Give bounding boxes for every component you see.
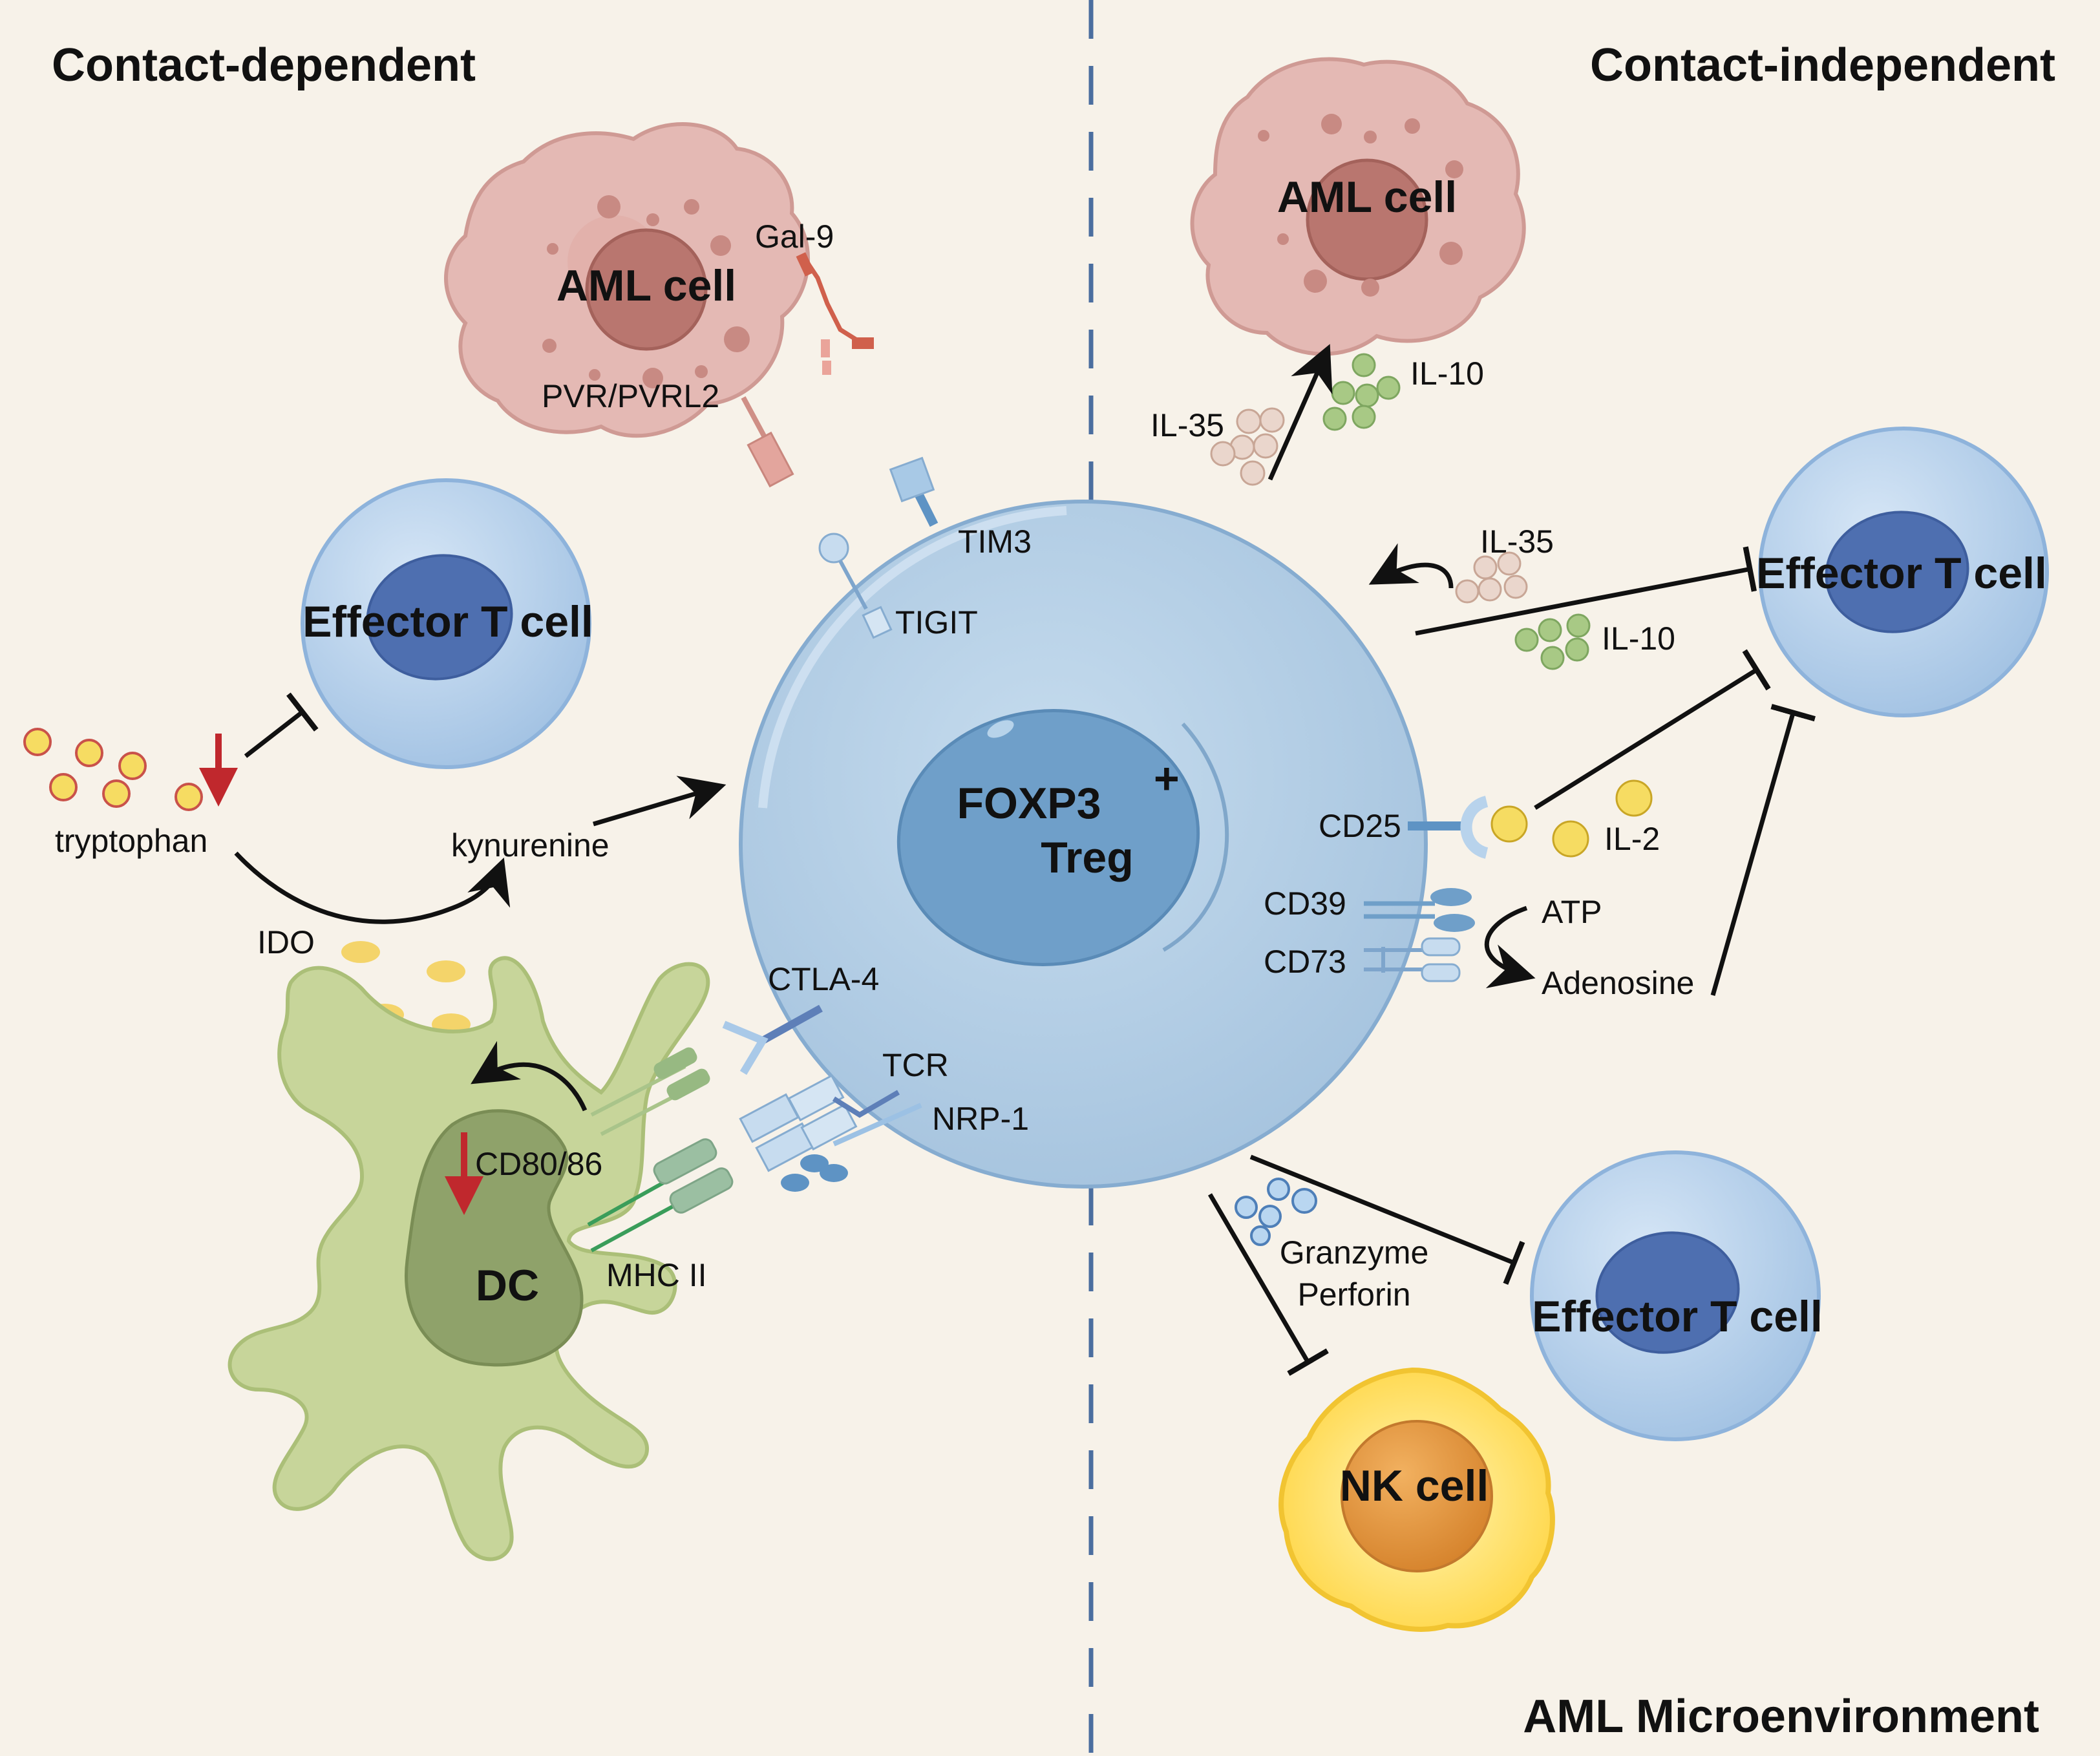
- tcr-mhc-complex: [587, 1074, 900, 1253]
- nk-cell: NK cell: [1278, 1367, 1555, 1632]
- treg-nucleus: [896, 709, 1200, 966]
- il35-particles-top: [1210, 407, 1285, 486]
- perforin-label: Perforin: [1297, 1276, 1410, 1313]
- il35-particles-mid: [1455, 551, 1528, 604]
- heading-aml-microenvironment: AML Microenvironment: [1523, 1691, 2039, 1742]
- ctla4-label: CTLA-4: [768, 961, 879, 997]
- mhc2-label: MHC II: [606, 1257, 707, 1293]
- cd39-receptor: [1364, 888, 1475, 932]
- effector-right-top-nucleus: [1825, 511, 1969, 633]
- atp-label: ATP: [1542, 894, 1602, 930]
- granzyme-particles: [1235, 1178, 1317, 1246]
- gal9-receptor: [796, 252, 874, 375]
- effector-right-bottom-label: Effector T cell: [1532, 1292, 1823, 1341]
- treg-label-foxp3: FOXP3: [957, 779, 1101, 828]
- effector-right-top-label: Effector T cell: [1756, 549, 2047, 598]
- heading-contact-independent: Contact-independent: [1590, 39, 2055, 91]
- effector-t-cell-left: Effector T cell: [301, 478, 593, 769]
- aml-cell-left: AML cell: [444, 122, 810, 438]
- cd25-receptor: [1408, 796, 1528, 859]
- aml-right-label: AML cell: [1277, 173, 1457, 222]
- il35-release-arrow: [1368, 543, 1454, 589]
- ctla4-receptor: [722, 1004, 823, 1075]
- cd73-label: CD73: [1264, 944, 1346, 980]
- cd39-label: CD39: [1264, 885, 1346, 922]
- tigit-label: TIGIT: [895, 604, 978, 640]
- heading-contact-dependent: Contact-dependent: [52, 39, 476, 91]
- adenosine-label: Adenosine: [1542, 965, 1694, 1001]
- aml-left-label: AML cell: [557, 261, 736, 310]
- il35-top-label: IL-35: [1151, 407, 1224, 443]
- cd73-receptor: [1364, 937, 1461, 982]
- cd8086-label: CD80/86: [475, 1146, 602, 1182]
- pvr-ligand: [741, 396, 794, 488]
- effector-t-cell-right-top: Effector T cell: [1756, 427, 2049, 717]
- cd8086-ligands: [590, 1047, 710, 1136]
- ido-label: IDO: [257, 924, 315, 960]
- atp-to-adenosine-arrow: [1485, 905, 1536, 989]
- aml-nucleus: [585, 228, 708, 351]
- treg-to-aml-arrow: [1267, 344, 1333, 481]
- treg-label-treg: Treg: [1041, 833, 1134, 882]
- pvr-label: PVR/PVRL2: [542, 378, 719, 414]
- il10-top-label: IL-10: [1410, 355, 1484, 392]
- tigit-receptor: [818, 533, 893, 639]
- cd25-label: CD25: [1319, 808, 1401, 844]
- il10-particles-mid: [1514, 613, 1591, 670]
- il2-inhibits-effector: [1534, 649, 1771, 810]
- gal9-label: Gal-9: [755, 218, 834, 255]
- nk-label: NK cell: [1340, 1461, 1489, 1510]
- dc-nucleus: [405, 1109, 584, 1367]
- granzyme-label: Granzyme: [1280, 1234, 1429, 1271]
- dendritic-cell: DC: [228, 956, 710, 1561]
- kynurenine-to-treg-arrow: [593, 776, 727, 827]
- nrp1-receptor: [781, 1103, 922, 1192]
- treg-label-superscript: +: [1154, 754, 1180, 803]
- treg-inhibits-effector-bottom: [1249, 1154, 1525, 1285]
- tim3-label: TIM3: [958, 524, 1032, 560]
- tim3-receptor: [889, 456, 939, 527]
- effector-left-label: Effector T cell: [302, 597, 593, 646]
- tryptophan-label: tryptophan: [55, 823, 207, 859]
- tcr-label: TCR: [882, 1047, 949, 1083]
- treg-cell: FOXP3 + Treg: [739, 500, 1428, 1189]
- il35-mid-label: IL-35: [1480, 524, 1554, 560]
- aml-cell-right: AML cell: [1190, 57, 1526, 356]
- effector-left-nucleus: [366, 554, 513, 681]
- tryptophan-molecules: [23, 728, 203, 811]
- adenosine-inhibits-effector: [1710, 704, 1816, 996]
- il2-label: IL-2: [1604, 821, 1660, 857]
- nk-nucleus: [1341, 1420, 1493, 1572]
- il2-particles: [1552, 779, 1653, 858]
- effector-right-bottom-nucleus: [1595, 1231, 1740, 1354]
- il10-mid-label: IL-10: [1602, 620, 1675, 657]
- treg-to-dc-ido-arrow: [471, 1041, 588, 1112]
- kynurenine-label: kynurenine: [451, 827, 610, 863]
- effector-t-cell-right-bottom: Effector T cell: [1530, 1150, 1823, 1441]
- tryptophan-to-kynurenine-arrow: [234, 851, 511, 924]
- il10-particles-top: [1322, 353, 1401, 431]
- treg-inhibits-nk: [1207, 1193, 1329, 1376]
- treg-inhibits-effector-top: [1415, 546, 1757, 636]
- dc-label: DC: [476, 1261, 539, 1310]
- nrp1-label: NRP-1: [932, 1101, 1029, 1137]
- tryptophan-inhibits-effector: [244, 692, 319, 758]
